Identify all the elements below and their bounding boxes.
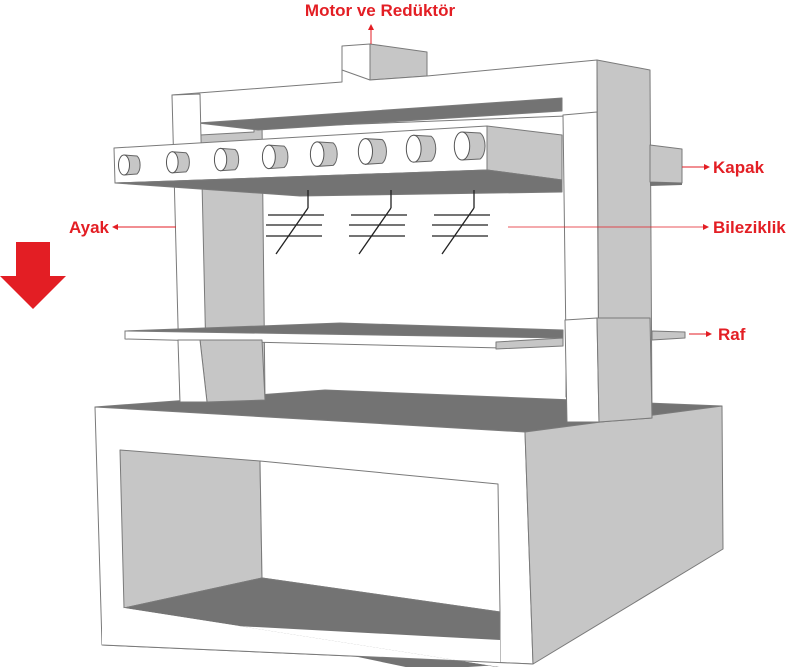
motor-arrowhead-icon <box>368 24 374 30</box>
ring-diagonal <box>275 207 309 255</box>
roller-face <box>118 154 130 176</box>
roller <box>165 151 190 174</box>
base-side-face <box>524 405 724 665</box>
roller <box>118 154 141 176</box>
roller <box>405 134 437 163</box>
left-pillar-lower-overlay <box>177 339 208 403</box>
down-arrow-icon <box>0 242 66 309</box>
top-beam-underside <box>197 97 563 131</box>
roller-face <box>165 151 179 174</box>
kapak-underside <box>650 182 682 186</box>
label-motor: Motor ve Redüktör <box>305 1 456 20</box>
raf-arrowhead-icon <box>706 331 712 337</box>
label-ayak: Ayak <box>69 218 110 237</box>
ring-holder <box>266 190 324 255</box>
roller-face <box>453 131 471 161</box>
shelf <box>124 322 686 350</box>
roller <box>357 138 387 165</box>
ring-holders <box>266 190 490 255</box>
base-front-lower-rail <box>102 608 533 667</box>
ayak-arrowhead-icon <box>112 224 118 230</box>
label-kapak: Kapak <box>713 158 765 177</box>
shelf-right-extension <box>651 330 686 341</box>
annotations: Motor ve Redüktör Kapak Ayak Bileziklik … <box>0 1 786 344</box>
kapak-side <box>649 144 683 184</box>
roller <box>453 131 486 161</box>
ring-holder <box>432 190 490 255</box>
bilezik-arrowhead-icon <box>703 224 709 230</box>
right-pillar-side-overlay <box>596 317 653 423</box>
roller-face <box>261 144 276 170</box>
left-leg-lower-overlay <box>199 339 266 403</box>
roller <box>309 141 338 167</box>
kapak-arrowhead-icon <box>704 164 710 170</box>
roller-bar-underside <box>114 169 563 197</box>
shelf-side <box>495 337 564 350</box>
roller-face <box>309 141 325 167</box>
ring-diagonal <box>358 207 392 255</box>
roller-face <box>357 138 373 165</box>
label-bilezik: Bileziklik <box>713 218 786 237</box>
label-raf: Raf <box>718 325 746 344</box>
motor-block-side <box>369 43 428 81</box>
roller-face <box>405 134 422 163</box>
base-bottom-edge <box>101 644 534 665</box>
roller <box>261 144 289 170</box>
right-pillar-front-overlay <box>564 317 600 423</box>
roller-bar <box>113 125 683 197</box>
base-box <box>94 389 724 667</box>
rollers <box>118 131 486 176</box>
ring-diagonal <box>441 207 475 255</box>
roller <box>213 147 240 172</box>
ring-holder <box>349 190 407 255</box>
roller-face <box>213 147 228 172</box>
